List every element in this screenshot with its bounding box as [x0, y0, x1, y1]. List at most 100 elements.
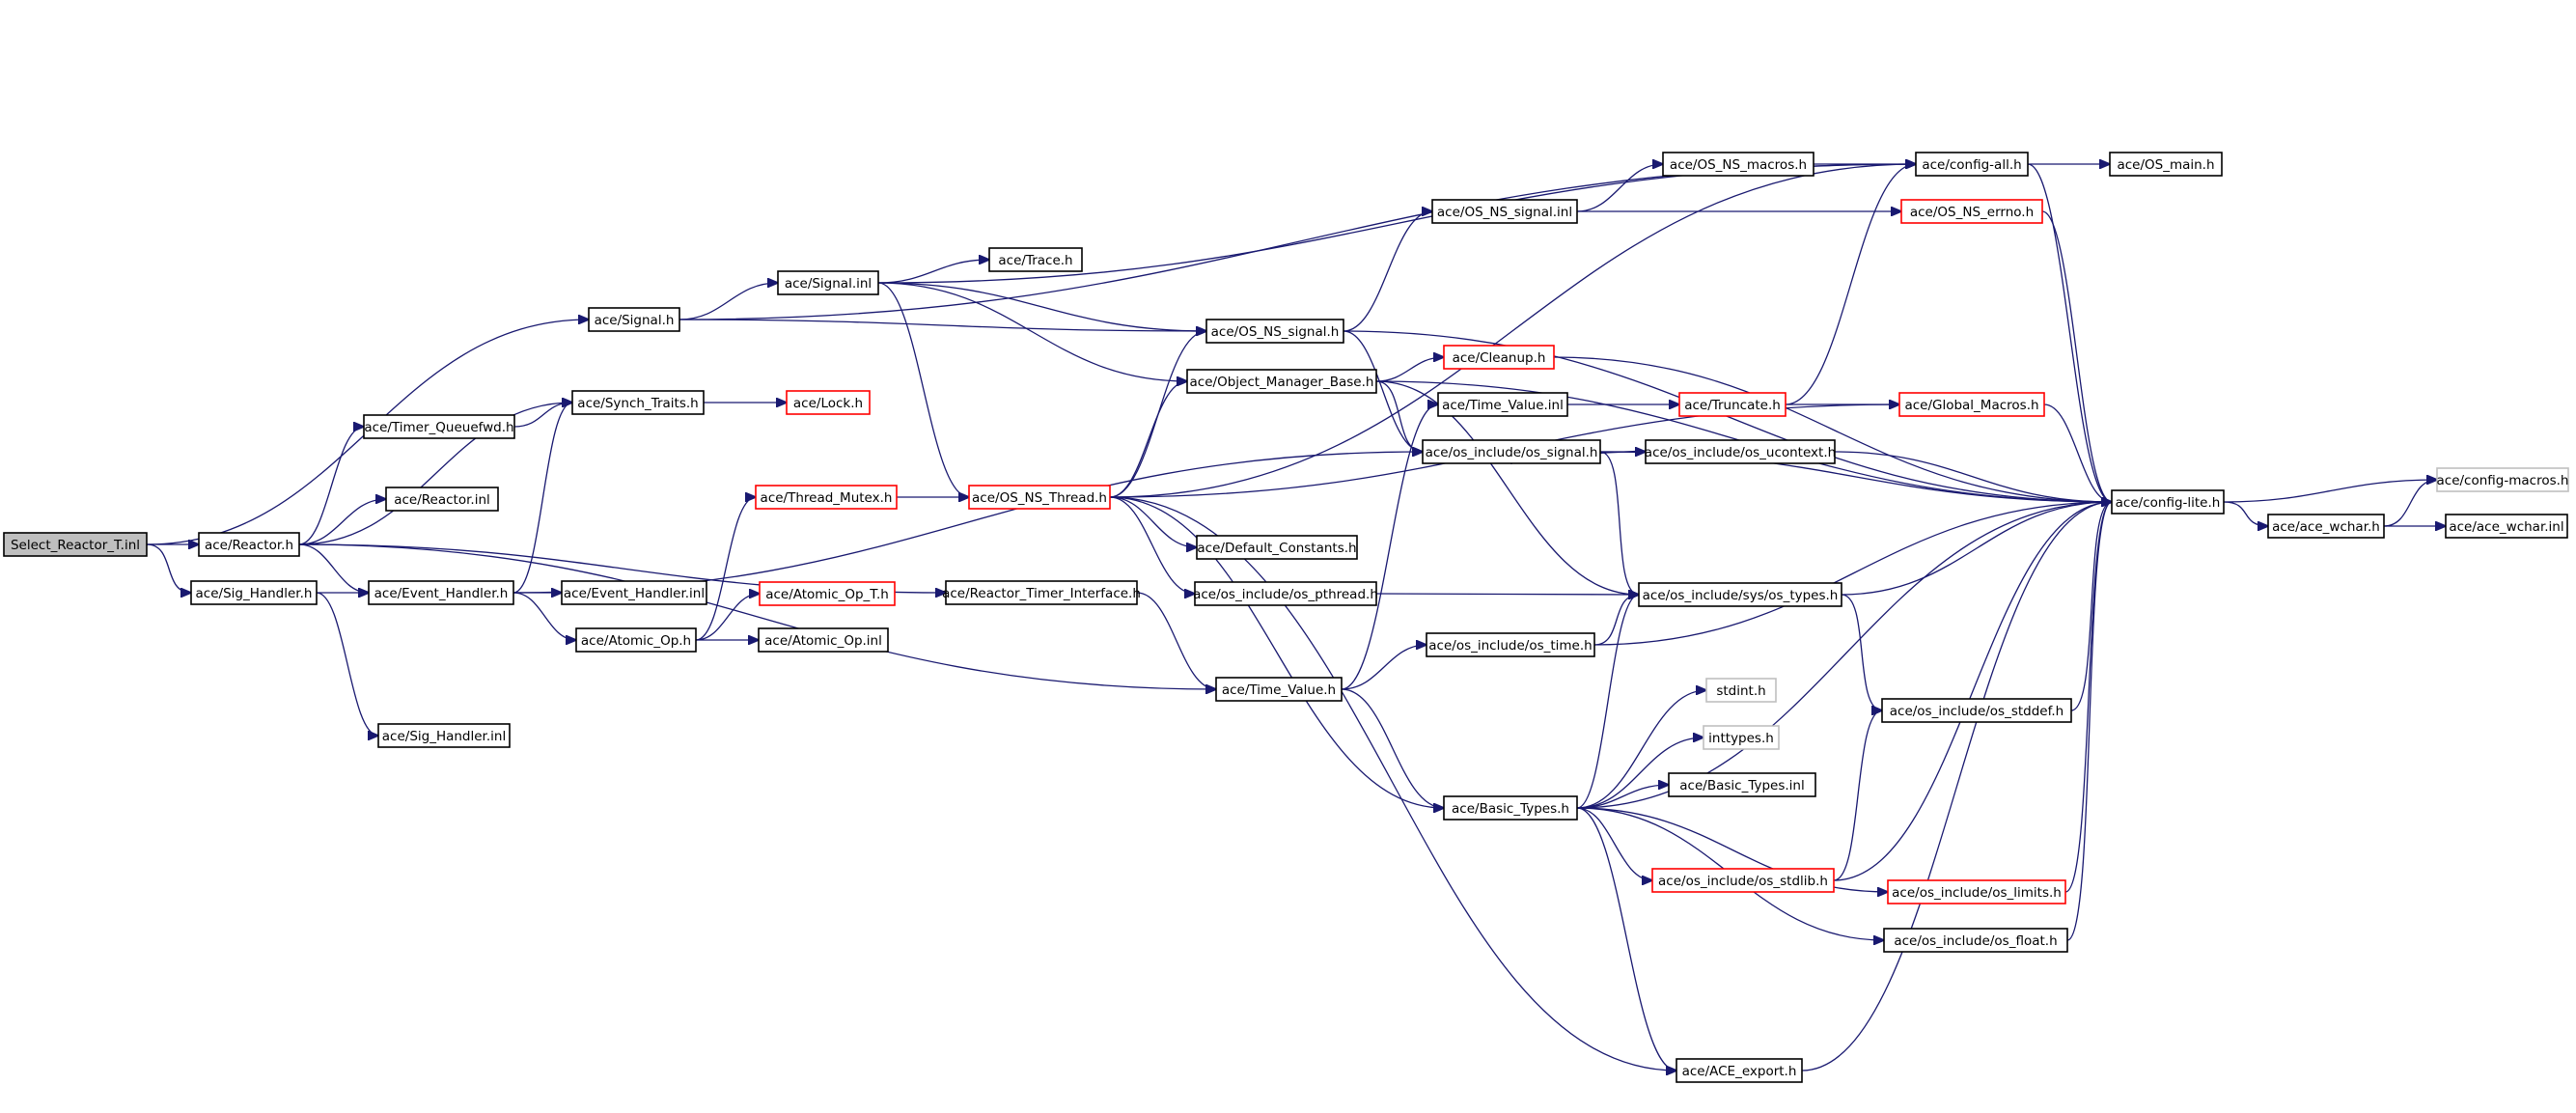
edge-ace-os-include-os-float-h-to-ace-config-lite-h — [2066, 502, 2112, 941]
node-label: ace/Thread_Mutex.h — [761, 490, 893, 506]
node-label: ace/os_include/os_time.h — [1428, 638, 1592, 654]
node-box — [786, 390, 871, 415]
node-ace-os-include-os-float-h[interactable]: ace/os_include/os_float.h — [1883, 928, 2068, 953]
node-label: ace/Sig_Handler.inl — [382, 729, 506, 744]
node-ace-signal-h[interactable]: ace/Signal.h — [588, 307, 680, 332]
node-ace-os-include-os-time-h[interactable]: ace/os_include/os_time.h — [1426, 632, 1595, 657]
node-ace-event-handler-h[interactable]: ace/Event_Handler.h — [368, 580, 514, 605]
node-ace-os-include-sys-os-types-h[interactable]: ace/os_include/sys/os_types.h — [1638, 582, 1842, 607]
edge-ace-os-ns-signal-inl-to-ace-os-ns-macros-h — [1576, 164, 1663, 212]
node-box — [1194, 581, 1377, 606]
node-ace-lock-h[interactable]: ace/Lock.h — [786, 390, 871, 415]
edge-ace-basic-types-h-to-ace-os-include-os-limits-h — [1576, 807, 1888, 892]
node-select-reactor-t-inl[interactable]: Select_Reactor_T.inl — [3, 532, 148, 557]
node-ace-config-lite-h[interactable]: ace/config-lite.h — [2111, 489, 2225, 515]
node-ace-os-include-os-limits-h[interactable]: ace/os_include/os_limits.h — [1887, 879, 2066, 904]
node-ace-reactor-inl[interactable]: ace/Reactor.inl — [385, 487, 499, 512]
node-ace-synch-traits-h[interactable]: ace/Synch_Traits.h — [571, 390, 705, 415]
node-ace-truncate-h[interactable]: ace/Truncate.h — [1678, 392, 1787, 417]
node-label: inttypes.h — [1708, 731, 1774, 746]
node-label: ace/ace_wchar.h — [2272, 519, 2380, 535]
node-label: ace/OS_NS_errno.h — [1910, 205, 2034, 220]
edge-ace-os-ns-thread-h-to-ace-basic-types-h — [1109, 496, 1444, 808]
node-ace-event-handler-inl[interactable]: ace/Event_Handler.inl — [561, 580, 707, 605]
node-ace-default-constants-h[interactable]: ace/Default_Constants.h — [1196, 535, 1358, 560]
node-ace-config-all-h[interactable]: ace/config-all.h — [1915, 152, 2029, 177]
node-ace-os-include-os-signal-h[interactable]: ace/os_include/os_signal.h — [1422, 439, 1601, 464]
node-box — [1443, 795, 1578, 821]
node-ace-os-ns-signal-inl[interactable]: ace/OS_NS_signal.inl — [1431, 199, 1578, 224]
node-ace-time-value-inl[interactable]: ace/Time_Value.inl — [1437, 392, 1568, 417]
node-ace-os-main-h[interactable]: ace/OS_main.h — [2109, 152, 2223, 177]
node-ace-os-include-os-stddef-h[interactable]: ace/os_include/os_stddef.h — [1881, 698, 2072, 723]
node-ace-signal-inl[interactable]: ace/Signal.inl — [777, 270, 879, 295]
node-box — [1898, 392, 2045, 417]
node-label: ace/Basic_Types.h — [1452, 801, 1569, 817]
node-ace-os-include-os-stdlib-h[interactable]: ace/os_include/os_stdlib.h — [1651, 868, 1835, 893]
node-box — [755, 485, 898, 510]
node-ace-basic-types-h[interactable]: ace/Basic_Types.h — [1443, 795, 1578, 821]
node-label: ace/Time_Value.inl — [1442, 398, 1564, 413]
node-ace-basic-types-inl[interactable]: ace/Basic_Types.inl — [1668, 772, 1816, 797]
edge-ace-event-handler-h-to-ace-synch-traits-h — [512, 403, 572, 594]
node-box — [588, 307, 680, 332]
node-ace-cleanup-h[interactable]: ace/Cleanup.h — [1443, 345, 1555, 370]
node-box — [1915, 152, 2029, 177]
nodes-layer: Select_Reactor_T.inl ace/Reactor.h ace/Sig… — [3, 152, 2569, 1083]
node-ace-reactor-h[interactable]: ace/Reactor.h — [198, 532, 300, 557]
node-ace-ace-wchar-h[interactable]: ace/ace_wchar.h — [2267, 514, 2385, 539]
node-label: Select_Reactor_T.inl — [11, 538, 140, 553]
edge-ace-ace-export-h-to-ace-config-lite-h — [1801, 502, 2112, 1071]
node-ace-sig-handler-inl[interactable]: ace/Sig_Handler.inl — [377, 723, 511, 748]
node-box — [198, 532, 300, 557]
edge-ace-object-manager-base-h-to-ace-os-include-os-signal-h — [1375, 380, 1423, 452]
edge-ace-os-include-sys-os-types-h-to-ace-config-lite-h — [1841, 502, 2112, 596]
node-box — [1900, 199, 2043, 224]
edge-ace-os-include-os-limits-h-to-ace-config-lite-h — [2064, 502, 2112, 893]
node-box — [2436, 467, 2569, 492]
node-ace-time-value-h[interactable]: ace/Time_Value.h — [1215, 677, 1343, 702]
node-label: ace/Truncate.h — [1684, 398, 1781, 413]
node-box — [1676, 1058, 1803, 1083]
node-box — [363, 414, 515, 439]
node-label: ace/Event_Handler.h — [374, 586, 509, 601]
edge-ace-signal-h-to-ace-os-ns-signal-h — [679, 319, 1206, 331]
node-ace-os-ns-errno-h[interactable]: ace/OS_NS_errno.h — [1900, 199, 2043, 224]
edge-ace-basic-types-h-to-ace-config-lite-h — [1576, 502, 2112, 809]
node-ace-os-ns-thread-h[interactable]: ace/OS_NS_Thread.h — [968, 485, 1111, 510]
node-box — [1703, 725, 1780, 750]
node-ace-os-include-os-ucontext-h[interactable]: ace/os_include/os_ucontext.h — [1645, 439, 1836, 464]
node-box — [385, 487, 499, 512]
node-ace-os-include-os-pthread-h[interactable]: ace/os_include/os_pthread.h — [1193, 581, 1378, 606]
edge-ace-os-ns-errno-h-to-ace-config-lite-h — [2041, 210, 2112, 502]
edge-ace-config-all-h-to-ace-config-lite-h — [2027, 163, 2112, 502]
node-label: ace/ACE_export.h — [1682, 1064, 1797, 1079]
node-ace-ace-export-h[interactable]: ace/ACE_export.h — [1676, 1058, 1803, 1083]
node-ace-reactor-timer-interface-h[interactable]: ace/Reactor_Timer_Interface.h — [942, 580, 1141, 605]
node-box — [1437, 392, 1568, 417]
node-ace-global-macros-h[interactable]: ace/Global_Macros.h — [1898, 392, 2045, 417]
node-ace-ace-wchar-inl[interactable]: ace/ace_wchar.inl — [2445, 514, 2568, 539]
node-ace-atomic-op-t-h[interactable]: ace/Atomic_Op_T.h — [759, 581, 896, 606]
node-ace-sig-handler-h[interactable]: ace/Sig_Handler.h — [190, 580, 318, 605]
node-ace-config-macros-h: ace/config-macros.h — [2436, 467, 2569, 492]
node-ace-object-manager-base-h[interactable]: ace/Object_Manager_Base.h — [1186, 369, 1377, 394]
node-inttypes-h: inttypes.h — [1703, 725, 1780, 750]
node-ace-timer-queuefwd-h[interactable]: ace/Timer_Queuefwd.h — [363, 414, 515, 439]
node-label: ace/Timer_Queuefwd.h — [364, 420, 513, 435]
edge-ace-os-include-os-stdlib-h-to-ace-config-lite-h — [1833, 502, 2112, 881]
edge-ace-signal-inl-to-ace-object-manager-base-h — [877, 282, 1187, 381]
node-label: ace/config-macros.h — [2437, 473, 2569, 488]
edge-ace-reactor-h-to-ace-reactor-inl — [298, 499, 386, 545]
node-ace-os-ns-macros-h[interactable]: ace/OS_NS_macros.h — [1662, 152, 1814, 177]
node-ace-trace-h[interactable]: ace/Trace.h — [988, 247, 1083, 272]
node-ace-os-ns-signal-h[interactable]: ace/OS_NS_signal.h — [1205, 319, 1344, 344]
node-box — [2445, 514, 2568, 539]
edge-ace-os-include-os-stdlib-h-to-ace-os-include-os-stddef-h — [1833, 710, 1882, 881]
node-label: stdint.h — [1716, 683, 1765, 699]
node-ace-thread-mutex-h[interactable]: ace/Thread_Mutex.h — [755, 485, 898, 510]
edge-ace-os-ns-thread-h-to-ace-config-all-h — [1109, 164, 1916, 498]
node-ace-atomic-op-inl[interactable]: ace/Atomic_Op.inl — [758, 627, 889, 653]
node-ace-atomic-op-h[interactable]: ace/Atomic_Op.h — [575, 627, 697, 653]
node-box — [1215, 677, 1343, 702]
